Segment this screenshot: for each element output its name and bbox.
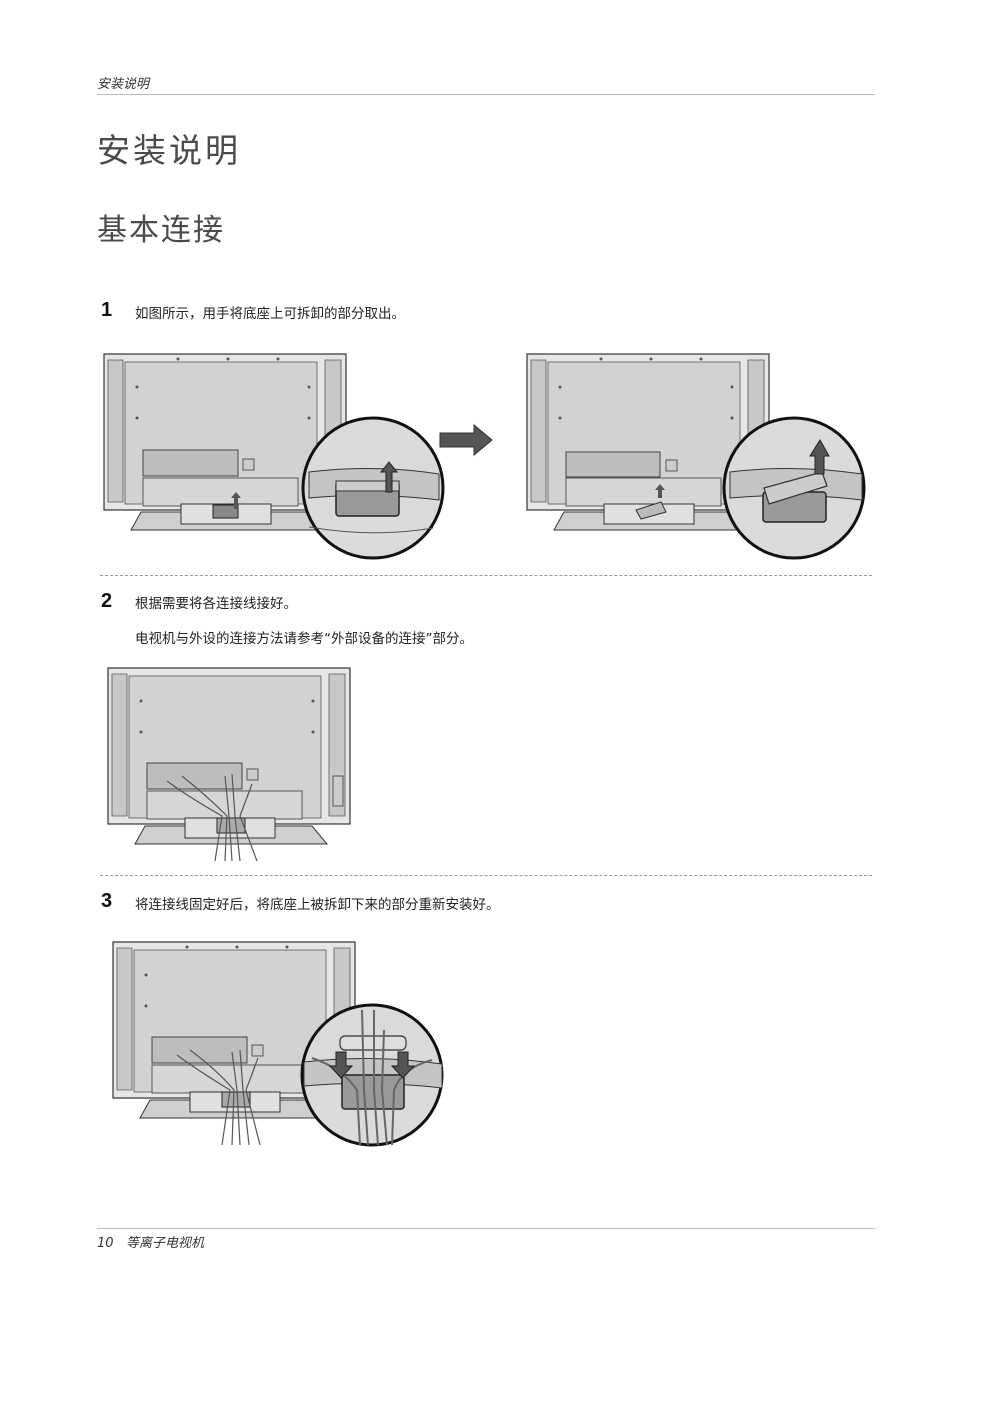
page-number: 10: [97, 1236, 114, 1251]
illustration-tv-back-reattach: [112, 941, 444, 1147]
page-title: 安装说明: [97, 131, 241, 170]
step-3-number: 3: [101, 890, 113, 912]
step-2-text: 根据需要将各连接线接好。: [135, 596, 297, 612]
illustration-tv-back-stand-removed: [526, 353, 866, 560]
illustration-tv-back-stand-1: [103, 353, 445, 560]
header-rule: [97, 94, 875, 95]
step-2-note: 电视机与外设的连接方法请参考“外部设备的连接”部分。: [135, 631, 473, 647]
running-header: 安装说明: [97, 77, 150, 92]
footer: 10 等离子电视机: [97, 1232, 204, 1251]
step-2-number: 2: [101, 590, 113, 612]
step-1-text: 如图所示，用手将底座上可拆卸的部分取出。: [135, 306, 405, 322]
illustration-tv-back-cables: [107, 667, 351, 862]
divider-1: [100, 575, 872, 576]
step-3-text: 将连接线固定好后，将底座上被拆卸下来的部分重新安装好。: [135, 897, 500, 913]
divider-2: [100, 875, 872, 876]
section-title: 基本连接: [97, 213, 225, 248]
right-arrow-icon: [439, 423, 493, 457]
product-name: 等离子电视机: [125, 1236, 204, 1251]
step-1-number: 1: [101, 299, 113, 321]
footer-rule: [97, 1228, 875, 1229]
